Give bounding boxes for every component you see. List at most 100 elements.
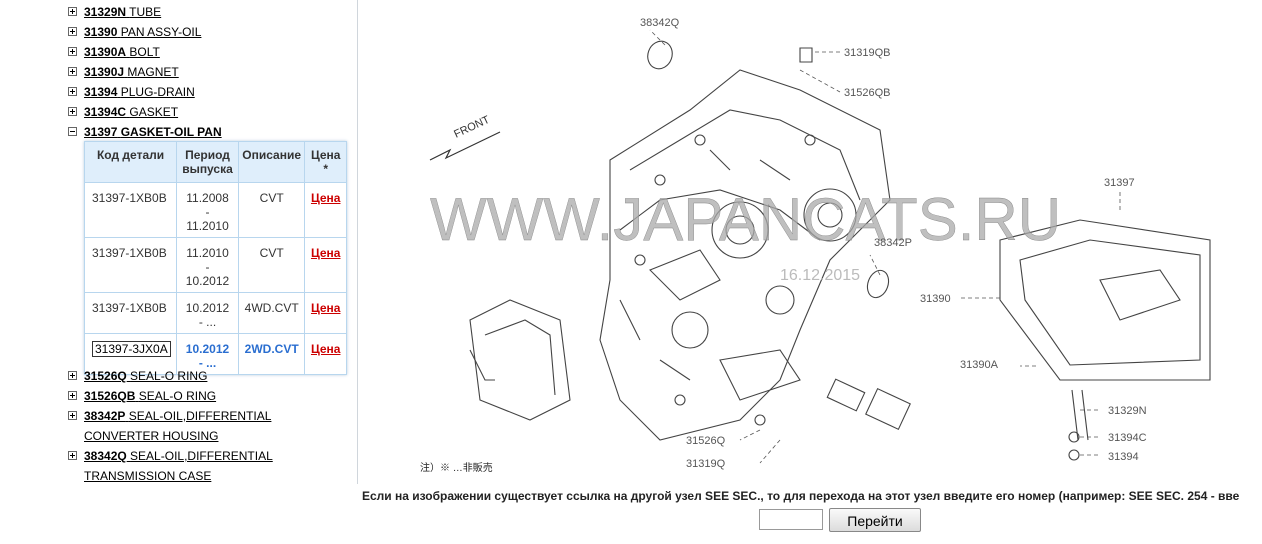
part-name: MAGNET xyxy=(127,65,179,79)
label-31319QB[interactable]: 31319QB xyxy=(844,47,890,59)
part-name: TUBE xyxy=(129,5,162,19)
header-price-line2: * xyxy=(323,162,329,176)
parts-diagram: WWW.JAPANCATS.RU 16.12.2015 FRONT 注）※ …非… xyxy=(420,17,1211,474)
price-link[interactable]: Цена xyxy=(304,182,347,238)
part-code: 38342P xyxy=(84,409,126,423)
part-name: SEAL-O RING xyxy=(130,369,208,383)
header-period-line2: выпуска xyxy=(182,162,233,176)
expand-icon[interactable] xyxy=(68,391,77,400)
cell-period: 11.2008-11.2010 xyxy=(176,182,239,238)
front-indicator: FRONT xyxy=(429,114,501,161)
label-31394C[interactable]: 31394C xyxy=(1108,432,1147,444)
part-name: PAN ASSY-OIL xyxy=(120,25,202,39)
cell-period: 11.2010-10.2012 xyxy=(176,237,239,293)
part-code: 31526Q xyxy=(84,369,127,383)
label-38342Q[interactable]: 38342Q xyxy=(640,17,680,29)
table-row-selected: 31397-3JX0A 10.2012- ... 2WD.CVT Цена xyxy=(83,333,347,375)
cell-code: 31397-1XB0B xyxy=(83,292,178,334)
expand-icon[interactable] xyxy=(68,27,77,36)
price-link[interactable]: Цена xyxy=(304,292,347,334)
part-name: SEAL-OIL,DIFFERENTIAL xyxy=(128,409,272,423)
period-from: 11.2010 xyxy=(186,246,229,260)
section-number-input[interactable] xyxy=(759,509,823,530)
expand-icon[interactable] xyxy=(68,47,77,56)
period-from: 11.2008 xyxy=(186,191,229,205)
period-to: 10.2012 xyxy=(185,274,230,288)
header-price-line1: Цена xyxy=(310,148,341,162)
cell-period: 10.2012- ... xyxy=(176,292,239,334)
period-from: 10.2012 xyxy=(185,301,230,315)
cell-description: 4WD.CVT xyxy=(237,292,306,334)
part-code: 31394 xyxy=(84,85,118,99)
cell-period: 10.2012- ... xyxy=(176,333,239,375)
parts-tree-panel: 31329N TUBE 31390 PAN ASSY-OIL 31390A BO… xyxy=(0,0,356,544)
part-name: GASKET xyxy=(129,105,179,119)
period-dash: - xyxy=(205,260,210,274)
part-code: 31397 xyxy=(84,125,118,139)
part-code: 31526QB xyxy=(84,389,136,403)
expand-icon[interactable] xyxy=(68,107,77,116)
period-dash: - ... xyxy=(198,315,217,329)
part-code: 31390J xyxy=(84,65,125,79)
part-code: 31390A xyxy=(84,45,127,59)
cell-description: CVT xyxy=(237,182,306,238)
table-row: 31397-1XB0B 10.2012- ... 4WD.CVT Цена xyxy=(83,292,347,334)
expand-icon[interactable] xyxy=(68,67,77,76)
tree-item-38342Q-cont[interactable]: TRANSMISSION CASE xyxy=(84,469,212,483)
part-name: SEAL-O RING xyxy=(138,389,217,403)
label-31394[interactable]: 31394 xyxy=(1108,451,1139,463)
expand-icon[interactable] xyxy=(68,451,77,460)
header-price: Цена* xyxy=(304,141,347,183)
label-31390[interactable]: 31390 xyxy=(920,293,951,305)
leader-lines xyxy=(649,29,1121,464)
transmission-case-drawing xyxy=(469,40,1211,461)
part-code: 38342Q xyxy=(84,449,127,463)
diagram-note: 注）※ …非販売 xyxy=(420,461,493,474)
period-from: 10.2012 xyxy=(185,342,230,356)
watermark: WWW.JAPANCATS.RU xyxy=(430,186,1061,253)
cell-code: 31397-3JX0A xyxy=(83,333,178,375)
label-31319Q[interactable]: 31319Q xyxy=(686,458,726,470)
header-period-line1: Период xyxy=(185,148,230,162)
expand-icon[interactable] xyxy=(68,411,77,420)
panel-divider xyxy=(357,0,358,484)
period-dash: - ... xyxy=(198,356,217,370)
expand-icon[interactable] xyxy=(68,7,77,16)
selected-code: 31397-3JX0A xyxy=(92,341,171,357)
part-name: GASKET-OIL PAN xyxy=(120,125,222,139)
see-sec-hint: Если на изображении существует ссылка на… xyxy=(362,489,1240,503)
expand-icon[interactable] xyxy=(68,87,77,96)
part-code: 31329N xyxy=(84,5,127,19)
label-31329N[interactable]: 31329N xyxy=(1108,405,1147,417)
go-button[interactable]: Перейти xyxy=(829,508,921,532)
part-name: SEAL-OIL,DIFFERENTIAL xyxy=(130,449,273,463)
period-dash: - xyxy=(205,205,210,219)
price-link[interactable]: Цена xyxy=(304,333,347,375)
label-31526QB[interactable]: 31526QB xyxy=(844,87,890,99)
diagram-labels: 38342Q 31319QB 31526QB 31397 38342P 3139… xyxy=(640,17,1147,470)
part-code: 31390 xyxy=(84,25,118,39)
table-row: 31397-1XB0B 11.2008-11.2010 CVT Цена xyxy=(83,182,347,238)
label-31390A[interactable]: 31390A xyxy=(960,359,999,371)
label-31526Q[interactable]: 31526Q xyxy=(686,435,726,447)
part-code: 31394C xyxy=(84,105,127,119)
label-31397[interactable]: 31397 xyxy=(1104,177,1135,189)
cell-code: 31397-1XB0B xyxy=(83,182,178,238)
price-link[interactable]: Цена xyxy=(304,237,347,293)
expand-icon[interactable] xyxy=(68,371,77,380)
cell-code: 31397-1XB0B xyxy=(83,237,178,293)
part-name: PLUG-DRAIN xyxy=(120,85,195,99)
part-name: BOLT xyxy=(129,45,160,59)
front-label: FRONT xyxy=(452,114,492,141)
diagram-date: 16.12.2015 xyxy=(780,267,860,284)
header-code: Код детали xyxy=(83,141,178,183)
cell-description: CVT xyxy=(237,237,306,293)
label-38342P[interactable]: 38342P xyxy=(874,237,912,249)
table-row: 31397-1XB0B 11.2010-10.2012 CVT Цена xyxy=(83,237,347,293)
tree-item-38342P-cont[interactable]: CONVERTER HOUSING xyxy=(84,429,219,443)
period-to: 11.2010 xyxy=(186,219,229,233)
collapse-icon[interactable] xyxy=(68,127,77,136)
